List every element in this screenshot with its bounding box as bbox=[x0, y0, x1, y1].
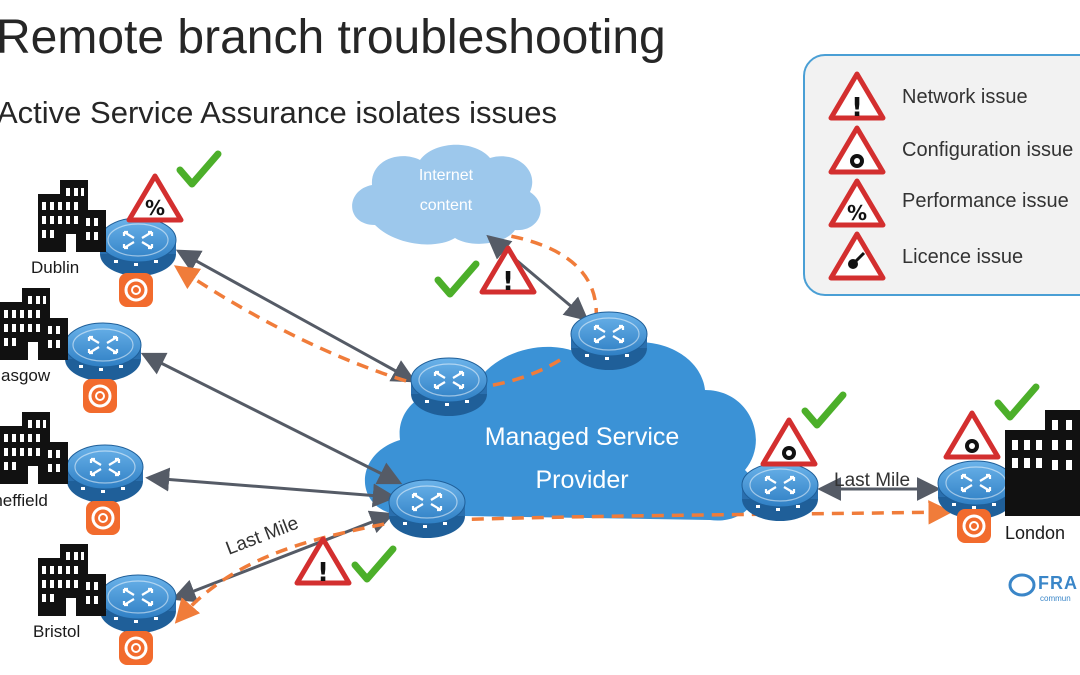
warning-exclamation-icon: ! bbox=[482, 248, 534, 297]
building-london-icon bbox=[1005, 410, 1080, 516]
legend-label-network: Network issue bbox=[902, 86, 1028, 108]
router-glasgow-icon bbox=[63, 321, 143, 383]
svg-text:!: ! bbox=[851, 93, 863, 123]
agent-bristol-icon bbox=[117, 629, 155, 667]
warning-percent-icon: % bbox=[129, 176, 181, 220]
router-bristol-icon bbox=[98, 573, 178, 635]
agent-dublin-icon bbox=[117, 271, 155, 309]
msp-cloud bbox=[364, 342, 756, 521]
svg-text:!: ! bbox=[502, 267, 514, 297]
check-icon bbox=[180, 154, 218, 184]
internet-cloud bbox=[352, 144, 541, 245]
brand-name: FRA bbox=[1038, 573, 1078, 593]
legend-licence-icon bbox=[831, 234, 883, 278]
router-msp-core-icon bbox=[387, 478, 467, 540]
router-msp-edge-icon bbox=[409, 356, 489, 418]
warning-gear-icon bbox=[763, 420, 815, 464]
check-icon bbox=[805, 395, 843, 425]
svg-text:%: % bbox=[145, 196, 165, 220]
building-bristol-icon bbox=[38, 544, 106, 616]
check-icon bbox=[355, 549, 393, 579]
page-subtitle: Active Service Assurance isolates issues bbox=[0, 95, 557, 130]
legend-label-configuration: Configuration issue bbox=[902, 139, 1074, 161]
legend-configuration-icon bbox=[831, 128, 883, 172]
check-icon bbox=[438, 264, 476, 294]
legend-performance-icon: % bbox=[831, 181, 883, 225]
agent-london-icon bbox=[955, 507, 993, 545]
link-label-last-mile-right: Last Mile bbox=[834, 470, 911, 491]
check-icon bbox=[998, 387, 1036, 417]
legend-label-performance: Performance issue bbox=[902, 190, 1069, 212]
internet-cloud-label-line1: Internet bbox=[418, 167, 474, 184]
warning-gear-icon bbox=[946, 413, 998, 457]
internet-cloud-label-line2: content bbox=[419, 197, 473, 214]
msp-cloud-label-line1: Managed Service bbox=[484, 423, 680, 451]
legend-label-licence: Licence issue bbox=[902, 246, 1024, 268]
agent-sheffield-icon bbox=[84, 499, 122, 537]
link-glasgow bbox=[140, 352, 403, 485]
page-title: Remote branch troubleshooting bbox=[0, 11, 666, 64]
svg-text:%: % bbox=[847, 201, 867, 225]
router-msp-london-icon bbox=[740, 461, 820, 523]
router-sheffield-icon bbox=[65, 443, 145, 505]
link-dublin bbox=[175, 249, 417, 383]
building-glasgow-icon bbox=[0, 288, 68, 360]
site-label-bristol: Bristol bbox=[33, 622, 81, 641]
site-label-london: London bbox=[1005, 523, 1066, 543]
brand-tagline: commun bbox=[1040, 594, 1071, 603]
legend-network-icon: ! bbox=[831, 74, 883, 123]
router-msp-internet-icon bbox=[569, 310, 649, 372]
dashed-path-dublin bbox=[178, 233, 598, 391]
msp-cloud-label-line2: Provider bbox=[535, 466, 629, 494]
site-label-dublin: Dublin bbox=[31, 258, 80, 277]
site-label-glasgow: Glasgow bbox=[0, 366, 51, 385]
building-dublin-icon bbox=[38, 180, 106, 252]
link-sheffield bbox=[145, 467, 397, 508]
brand-logo-icon bbox=[1008, 573, 1036, 597]
site-label-sheffield: Sheffield bbox=[0, 491, 48, 510]
warning-exclamation-icon: ! bbox=[297, 539, 349, 588]
building-sheffield-icon bbox=[0, 412, 68, 484]
svg-text:!: ! bbox=[317, 558, 329, 588]
router-dublin-icon bbox=[98, 216, 178, 278]
agent-glasgow-icon bbox=[81, 377, 119, 415]
